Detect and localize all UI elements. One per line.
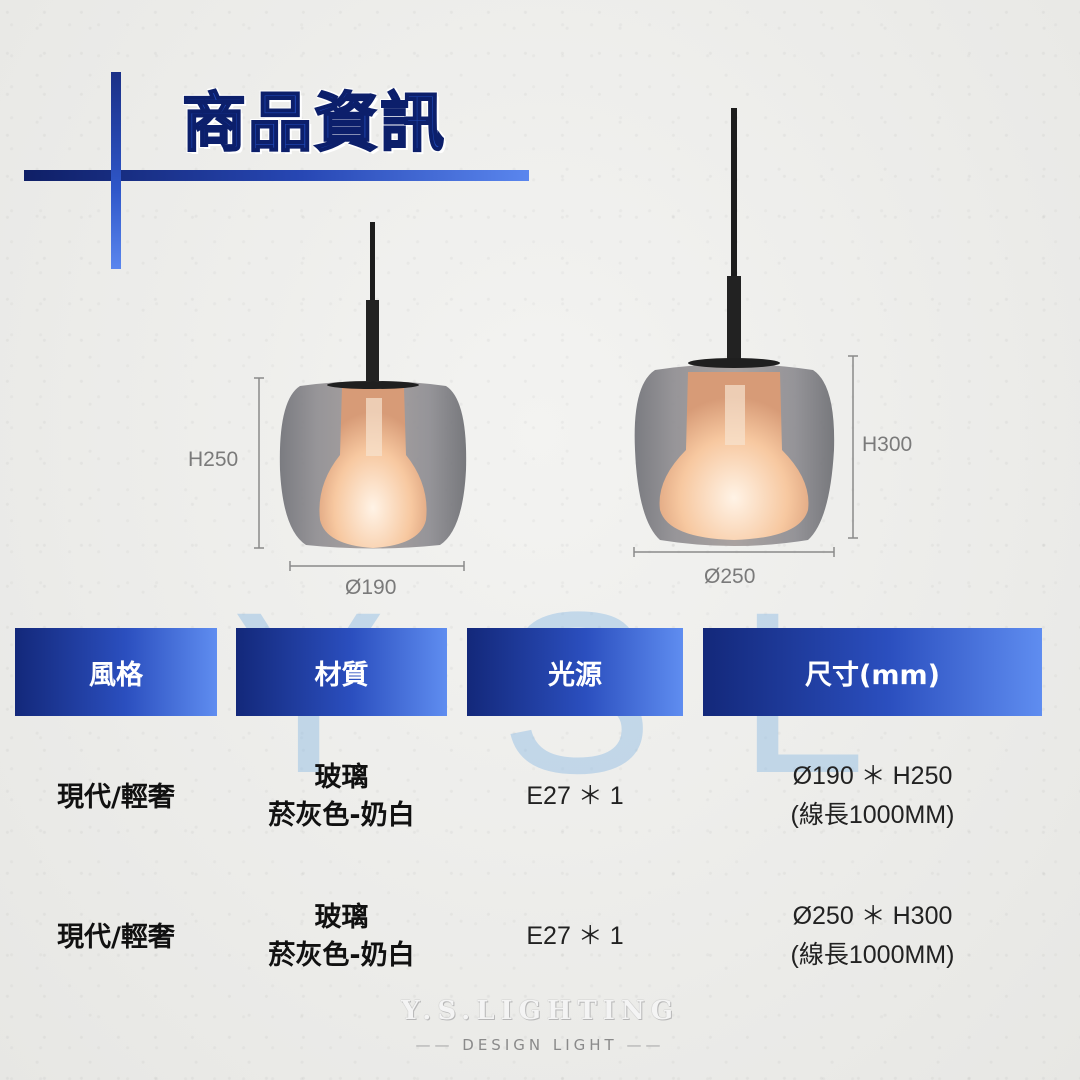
dimension-lines [254,355,858,571]
header-light-source: 光源 [467,628,683,716]
row2-size-line2: (線長1000MM) [790,941,955,969]
row1-style: 現代/輕奢 [57,782,175,813]
lamp-small-diameter-label: Ø190 [345,576,397,599]
title-decoration-vertical [111,72,121,269]
lamp-large-diameter-label: Ø250 [704,565,756,588]
row1-size-line1: Ø190 ＊ H250 [792,762,953,790]
row2-size-line1: Ø250 ＊ H300 [792,902,953,930]
brand-logo: Y.S.LIGHTING [401,996,679,1026]
row2-style: 現代/輕奢 [57,922,175,953]
lamp-small-height-label: H250 [188,448,239,471]
page-title: 商品資訊 [181,86,446,162]
lamp-large-height-label: H300 [862,433,913,456]
lamp-small [279,222,467,549]
header-style: 風格 [15,628,217,716]
row1-material-line2: 菸灰色-奶白 [268,800,415,831]
title-decoration-horizontal [24,170,529,181]
row2-light-source: E27 ＊ 1 [526,922,624,950]
lamp-illustrations [254,108,858,571]
header-size: 尺寸(mm) [703,628,1042,716]
row1-light-source: E27 ＊ 1 [526,782,624,810]
row1-size-line2: (線長1000MM) [790,801,955,829]
header-material: 材質 [236,628,447,716]
brand-tagline-text: DESIGN LIGHT [462,1036,618,1054]
row2-material-line2: 菸灰色-奶白 [268,940,415,971]
row1-material-line1: 玻璃 [314,762,369,793]
lamp-large [634,108,835,546]
brand-tagline: —— DESIGN LIGHT —— [415,1036,665,1054]
row2-material-line1: 玻璃 [314,902,369,933]
